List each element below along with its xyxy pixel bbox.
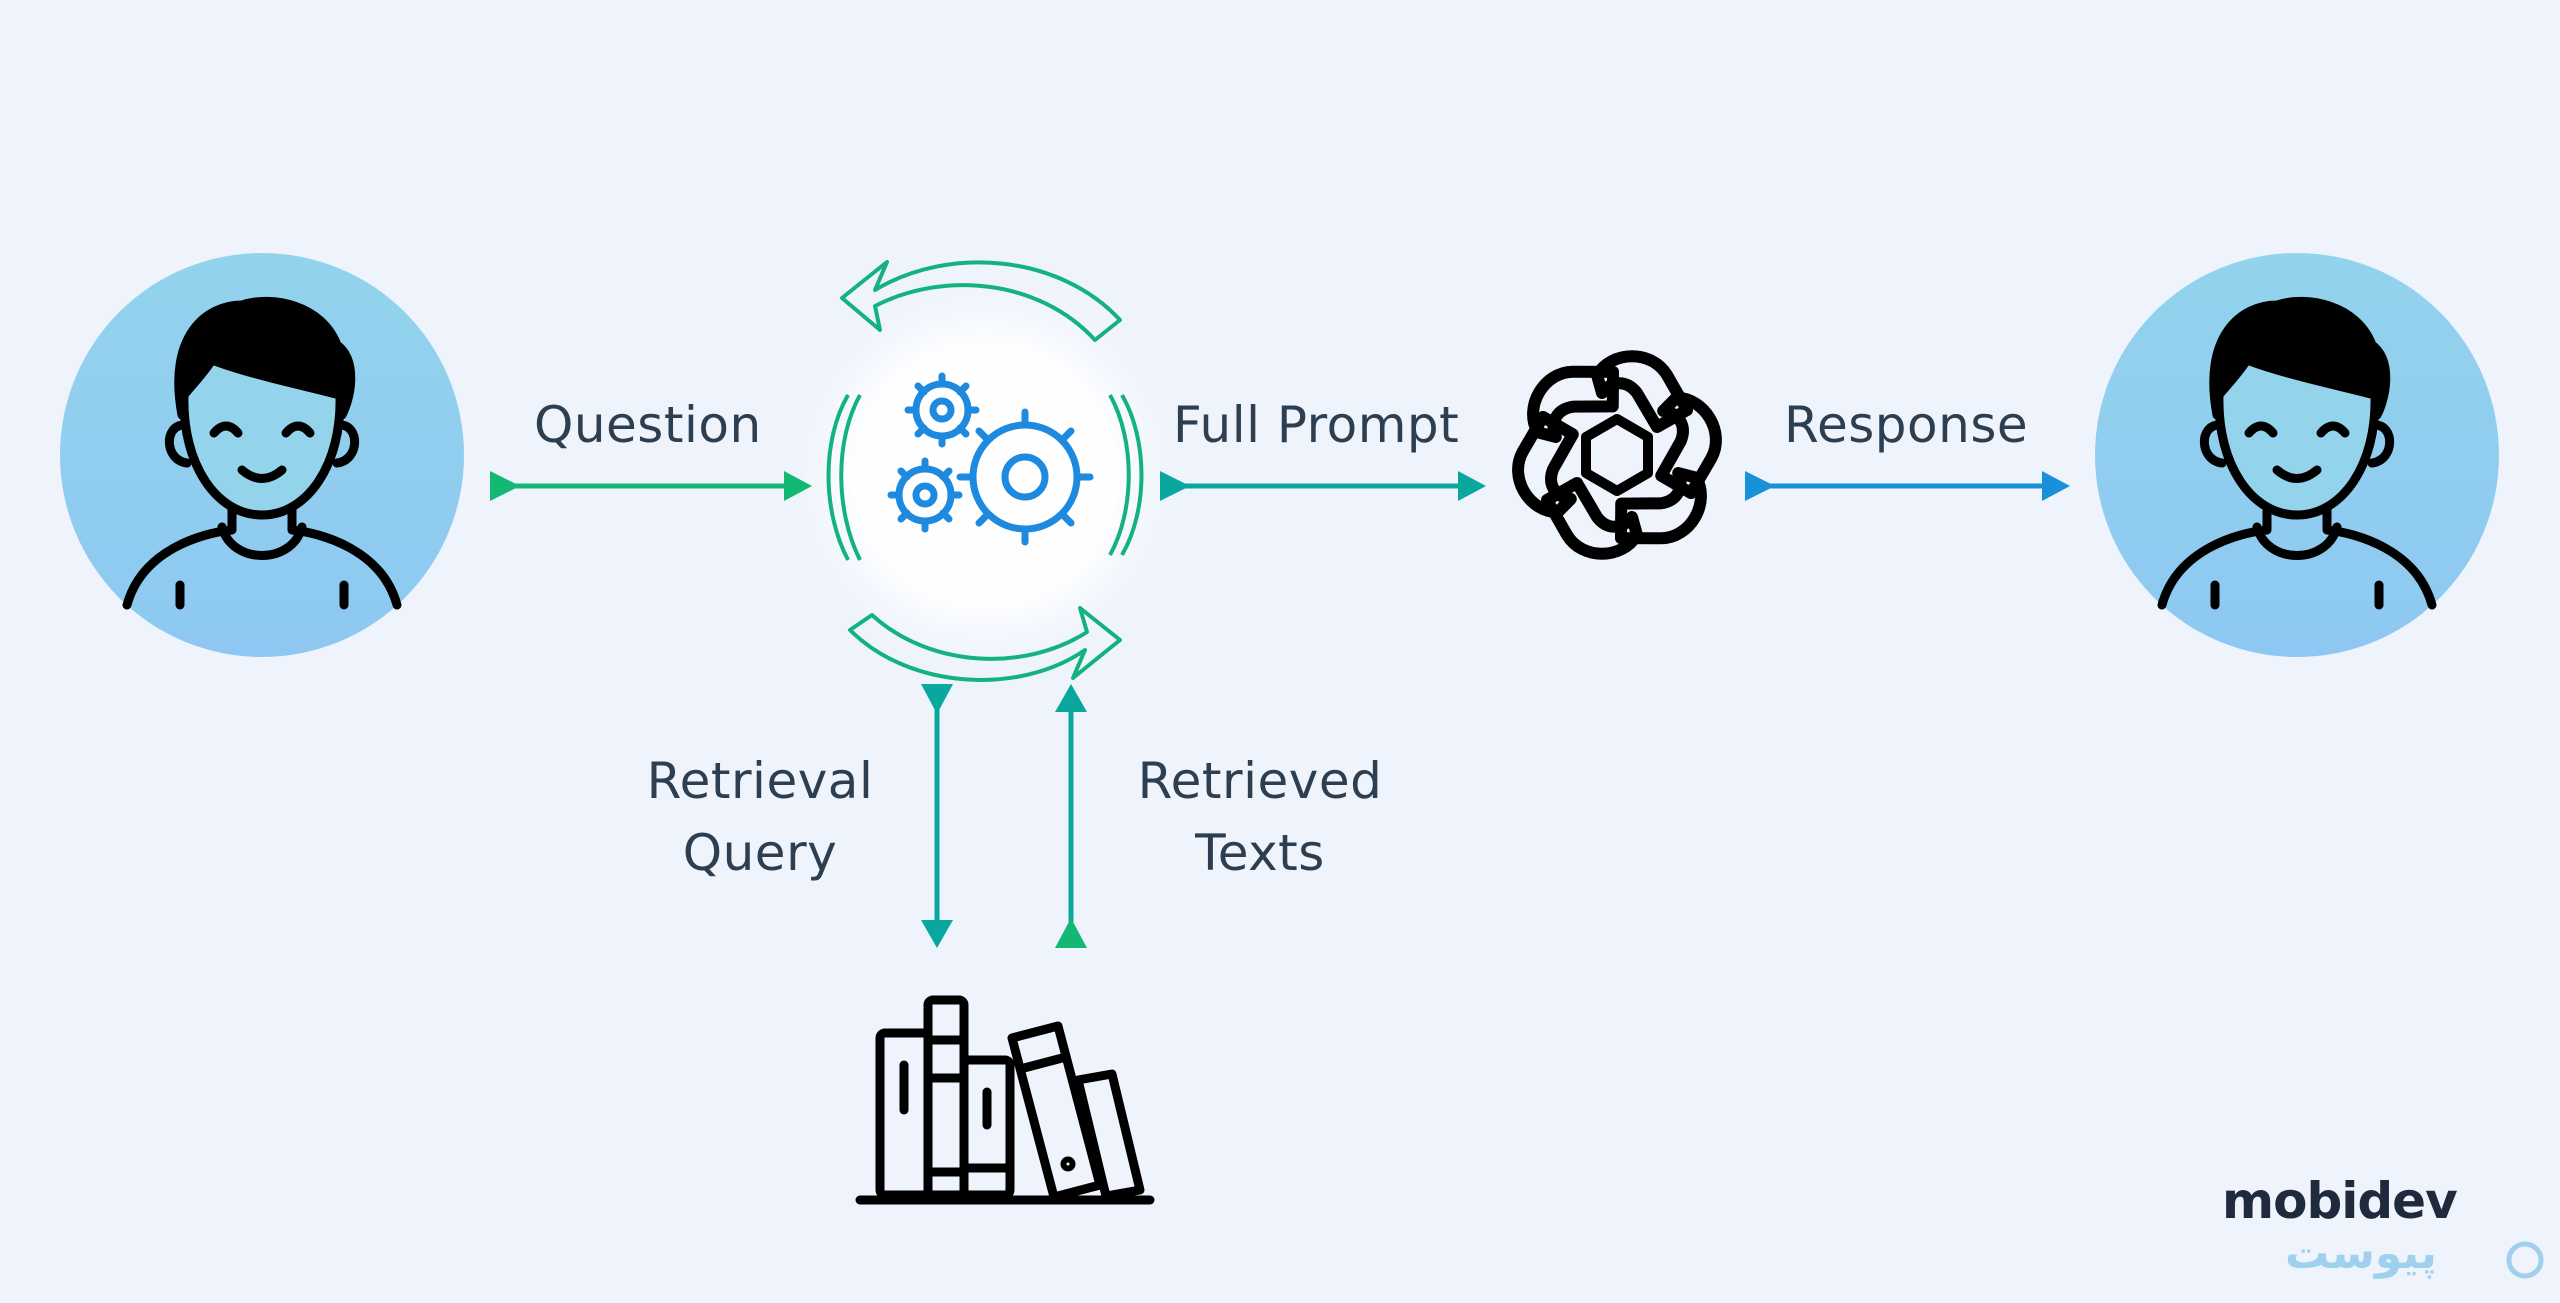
openai-logo-icon — [1496, 345, 1737, 565]
mobidev-logo: mobidev — [2222, 1172, 2458, 1230]
user-avatar-right-icon — [2095, 253, 2499, 657]
retrieved-texts-label: Retrieved Texts — [1120, 745, 1400, 889]
retrieval-query-line1: Retrieval — [646, 752, 874, 810]
response-label: Response — [1784, 396, 2029, 454]
watermark-icon — [2506, 1241, 2544, 1279]
arrow-full-prompt — [1160, 471, 1486, 501]
arrow-retrieved-texts — [1055, 684, 1087, 948]
books-icon — [855, 995, 1155, 1205]
arrow-response — [1745, 471, 2070, 501]
retrieved-texts-line2: Texts — [1195, 824, 1325, 882]
watermark-logo: پیوست — [2285, 1228, 2437, 1279]
arrow-question — [490, 471, 812, 501]
retrieved-texts-line1: Retrieved — [1137, 752, 1383, 810]
question-label: Question — [534, 396, 762, 454]
gears-cycle-icon — [770, 260, 1200, 690]
retrieval-query-line2: Query — [682, 824, 838, 882]
arrow-retrieval-query — [921, 684, 953, 948]
retrieval-query-label: Retrieval Query — [620, 745, 900, 889]
full-prompt-label: Full Prompt — [1173, 396, 1460, 454]
user-avatar-left-icon — [60, 253, 464, 657]
